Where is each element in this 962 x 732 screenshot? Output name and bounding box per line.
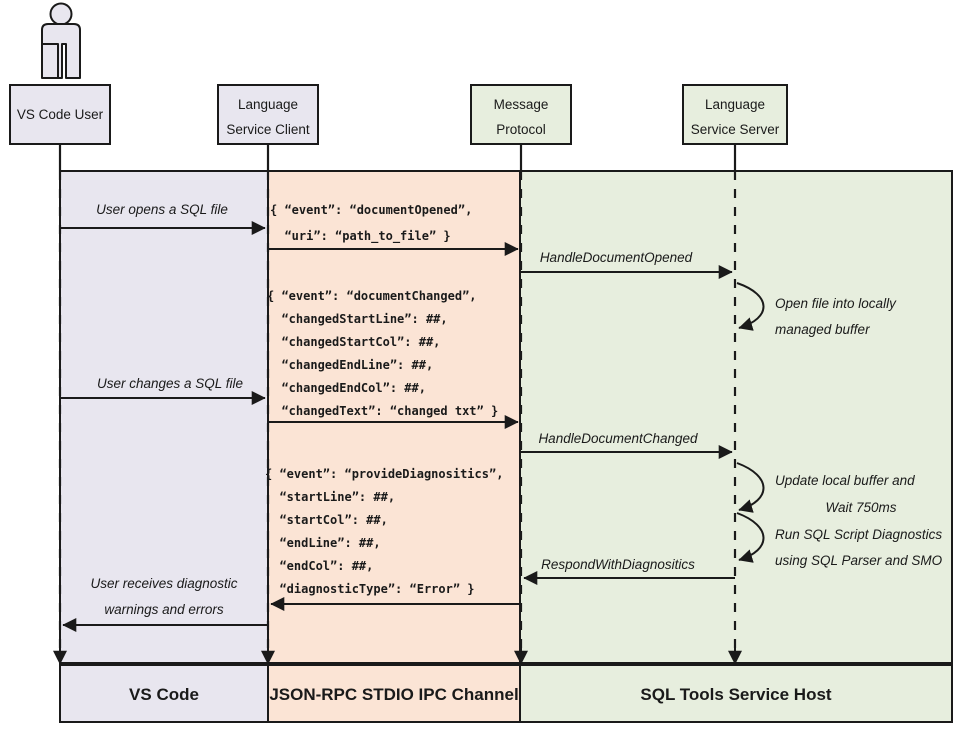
note-label-run-diagnostics-line1: Run SQL Script Diagnostics [775,527,942,542]
message-label-user-opens-sql-file: User opens a SQL file [96,202,228,217]
note-label-run-diagnostics-line2: using SQL Parser and SMO [775,553,943,568]
note-label-update-buffer-wait-line2: Wait 750ms [825,500,896,515]
self-message-arc-run-diagnostics [736,512,765,563]
participant-label-vscode-user-line1: VS Code User [17,107,104,122]
payload-document-changed: { “event”: “documentChanged”, “changedSt… [267,289,498,418]
footer-lane-box-vs-code[interactable] [59,664,269,723]
message-label-handle-document-changed: HandleDocumentChanged [538,431,698,446]
footer-lane-label-sql-tools-host: SQL Tools Service Host [640,685,831,704]
actor-body-icon [41,23,81,79]
message-handle-document-opened: HandleDocumentOpened [521,250,733,279]
payload-line-provide-diagnositics-3: “endLine”: ##, [265,536,381,550]
participant-box-language-service-client[interactable] [217,84,319,145]
participant-language-service-server[interactable]: Language Service Server [682,84,788,145]
footer-lane-label-vs-code: VS Code [129,685,199,704]
message-user-changes-sql-file: User changes a SQL file [60,376,266,405]
footer-lane-json-rpc[interactable]: JSON-RPC STDIO IPC Channel [267,664,521,723]
payload-document-opened: { “event”: “documentOpened”, “uri”: “pat… [270,203,472,244]
payload-line-document-changed-5: “changedText”: “changed txt” } [267,404,498,418]
payload-line-document-changed-0: { “event”: “documentChanged”, [267,289,477,303]
lifelines [58,144,737,655]
actor-vs-code-user [41,2,81,79]
payload-line-document-changed-1: “changedStartLine”: ##, [267,312,448,326]
self-message-open-file-buffer: Open file into locally managed buffer [736,282,897,337]
participant-box-language-service-server[interactable] [682,84,788,145]
participant-label-language-service-server-line2: Service Server [691,122,780,137]
payload-line-provide-diagnositics-2: “startCol”: ##, [265,513,388,527]
footer-lane-box-json-rpc[interactable] [267,664,521,723]
participant-label-message-protocol-line1: Message [494,97,549,112]
participant-label-language-service-client-line2: Service Client [226,122,310,137]
note-label-open-file-buffer-line1: Open file into locally [775,296,897,311]
payload-line-provide-diagnositics-4: “endCol”: ##, [265,559,373,573]
note-label-open-file-buffer-line2: managed buffer [775,322,870,337]
message-label-handle-document-opened: HandleDocumentOpened [540,250,693,265]
participant-message-protocol[interactable]: Message Protocol [470,84,572,145]
participant-box-message-protocol[interactable] [470,84,572,145]
self-message-update-buffer-wait: Update local buffer and Wait 750ms [736,462,915,515]
payload-line-provide-diagnositics-1: “startLine”: ##, [265,490,395,504]
payload-line-document-opened-1: “uri”: “path_to_file” } [270,229,451,244]
participant-vscode-user[interactable]: VS Code User [9,84,111,145]
actor-leg-slot-icon [42,43,59,78]
lane-band-json-rpc [267,170,521,664]
participant-language-service-client[interactable]: Language Service Client [217,84,319,145]
payload-line-provide-diagnositics-0: { “event”: “provideDiagnositics”, [265,467,503,481]
payload-line-document-changed-4: “changedEndCol”: ##, [267,381,426,395]
note-label-update-buffer-wait-line1: Update local buffer and [775,473,915,488]
participant-label-message-protocol-line2: Protocol [496,122,546,137]
lifeline-terminators [53,640,742,665]
message-label-user-changes-sql-file: User changes a SQL file [97,376,243,391]
payload-line-provide-diagnositics-5: “diagnosticType”: “Error” } [265,582,475,596]
self-message-arc-update-buffer-wait [736,462,765,513]
message-handle-document-changed: HandleDocumentChanged [521,431,733,459]
footer-lane-label-json-rpc: JSON-RPC STDIO IPC Channel [269,685,518,704]
self-message-arc-open-file-buffer [736,282,765,331]
participant-label-language-service-server-line1: Language [705,97,765,112]
payload-provide-diagnositics: { “event”: “provideDiagnositics”, “start… [265,467,503,596]
actor-head-icon [49,2,73,26]
footer-lane-sql-tools-host[interactable]: SQL Tools Service Host [519,664,953,723]
footer-lane-box-sql-tools-host[interactable] [519,664,953,723]
message-user-opens-sql-file: User opens a SQL file [60,202,266,235]
payload-line-document-changed-3: “changedEndLine”: ##, [267,358,433,372]
message-label-user-receives-diagnostics-line2: warnings and errors [104,602,224,617]
message-user-receives-diagnostics: User receives diagnostic warnings and er… [62,576,268,632]
message-label-respond-with-diagnositics: RespondWithDiagnositics [541,557,695,572]
payload-line-document-changed-2: “changedStartCol”: ##, [267,335,440,349]
payload-line-document-opened-0: { “event”: “documentOpened”, [270,203,472,217]
lane-band-vs-code [59,170,269,664]
footer-lane-vs-code[interactable]: VS Code [59,664,269,723]
participant-label-language-service-client-line1: Language [238,97,298,112]
self-message-run-diagnostics: Run SQL Script Diagnostics using SQL Par… [736,512,943,568]
message-respond-with-diagnositics: RespondWithDiagnositics [523,557,735,585]
message-label-user-receives-diagnostics-line1: User receives diagnostic [90,576,237,591]
